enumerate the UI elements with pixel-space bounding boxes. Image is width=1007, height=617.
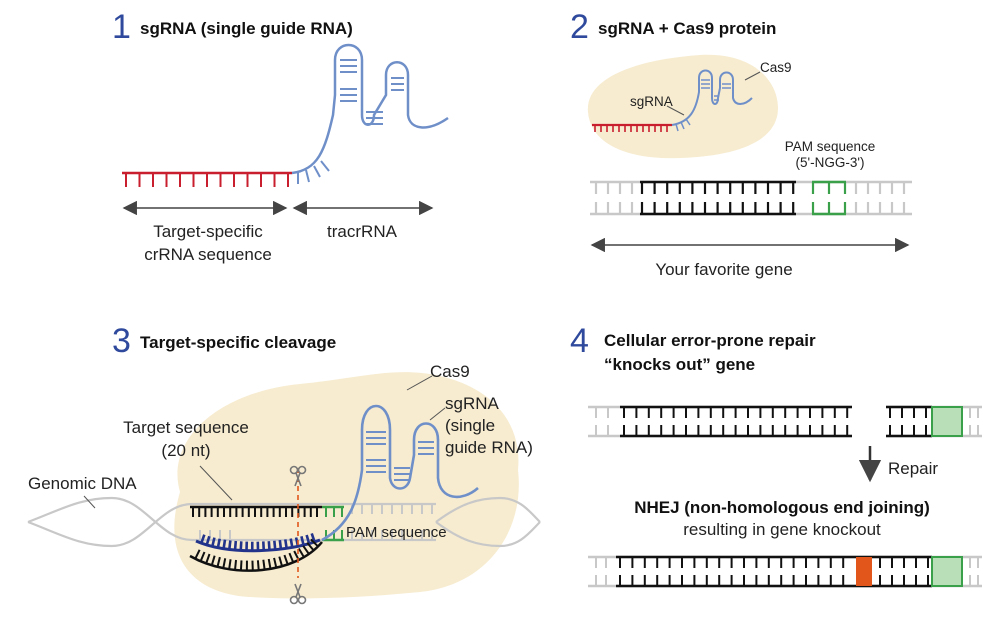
panel-4-title-line2: “knocks out” gene bbox=[604, 355, 755, 374]
pam-label-line2: (5'-NGG-3') bbox=[796, 155, 865, 170]
sgrna-label-small: sgRNA bbox=[630, 94, 673, 109]
broken-dna bbox=[588, 405, 982, 438]
panel-3: 3 Target-specific cleavage bbox=[27, 322, 541, 605]
pam-label-line1: PAM sequence bbox=[785, 139, 876, 154]
cas9-protein bbox=[587, 54, 778, 159]
tracrrna-strand bbox=[291, 43, 449, 184]
panel-1: 1 sgRNA (single guide RNA) Target-specif… bbox=[112, 8, 449, 264]
crrna-label-line2: crRNA sequence bbox=[144, 245, 272, 264]
panel-2-title: sgRNA + Cas9 protein bbox=[598, 19, 776, 38]
panel-2-number: 2 bbox=[570, 8, 589, 46]
crrna-strand bbox=[122, 171, 292, 187]
panel-1-title: sgRNA (single guide RNA) bbox=[140, 19, 353, 38]
genomic-dna-label: Genomic DNA bbox=[28, 474, 137, 493]
repair-label: Repair bbox=[888, 459, 938, 478]
panel-4-title-line1: Cellular error-prone repair bbox=[604, 331, 816, 350]
indel-mutation bbox=[856, 557, 872, 586]
panel-4-number: 4 bbox=[570, 322, 589, 360]
crrna-label-line1: Target-specific bbox=[153, 222, 263, 241]
pam-sequence-label: PAM sequence bbox=[346, 524, 447, 541]
sgrna-large bbox=[321, 404, 479, 542]
sgrna-label-line3: guide RNA) bbox=[445, 438, 533, 457]
panel-3-title: Target-specific cleavage bbox=[140, 333, 336, 352]
sgrna-small bbox=[671, 69, 753, 132]
target-sequence-label-line2: (20 nt) bbox=[161, 441, 210, 460]
pam-box bbox=[931, 556, 963, 587]
panel-2: 2 sgRNA + Cas9 protein Cas9 sgRNA PAM se… bbox=[570, 8, 912, 279]
knockout-result-label: resulting in gene knockout bbox=[683, 520, 881, 539]
tracrrna-label: tracrRNA bbox=[327, 222, 398, 241]
repaired-dna bbox=[588, 555, 982, 588]
sgrna-label-line2: (single bbox=[445, 416, 495, 435]
gene-label: Your favorite gene bbox=[655, 260, 792, 279]
nhej-label: NHEJ (non-homologous end joining) bbox=[634, 498, 930, 517]
pam-box bbox=[931, 406, 963, 437]
panel-1-number: 1 bbox=[112, 8, 131, 46]
gene-dna-ladder bbox=[590, 180, 912, 216]
sgrna-label-line1: sgRNA bbox=[445, 394, 500, 413]
target-sequence-label-line1: Target sequence bbox=[123, 418, 249, 437]
panel-3-number: 3 bbox=[112, 322, 131, 360]
cas9-protein-large bbox=[174, 372, 519, 599]
cas9-label-small: Cas9 bbox=[760, 60, 792, 75]
cas9-label: Cas9 bbox=[430, 362, 470, 381]
panel-4: 4 Cellular error-prone repair “knocks ou… bbox=[570, 322, 982, 588]
